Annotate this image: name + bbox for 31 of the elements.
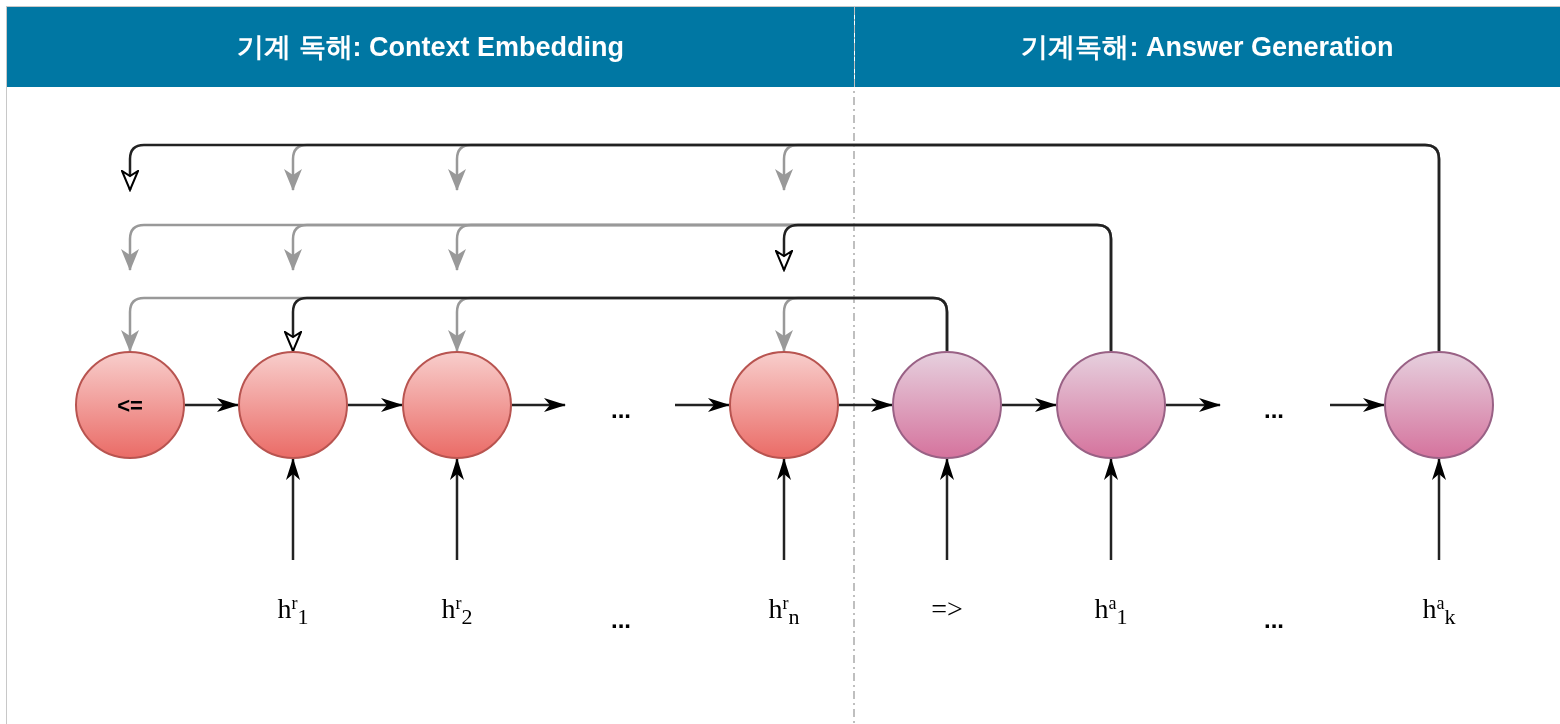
- state-circle: [892, 351, 1002, 459]
- arrow: [348, 398, 403, 412]
- state-circle: [729, 351, 839, 459]
- input-label: =>: [887, 560, 1007, 636]
- arrow: [450, 458, 464, 560]
- ellipsis: ...: [611, 398, 631, 422]
- state-circle: [75, 351, 185, 459]
- ellipsis: ...: [611, 608, 631, 632]
- arrow: [512, 398, 566, 412]
- arrow: [775, 223, 1113, 351]
- state-circle: [1056, 351, 1166, 459]
- section-header: 기계 독해: Context Embedding: [7, 7, 854, 87]
- arrow: [675, 398, 730, 412]
- state-circle: [238, 351, 348, 459]
- arrow: [1330, 398, 1385, 412]
- state-circle: [1384, 351, 1494, 459]
- arrow: [284, 296, 949, 352]
- arrow: [839, 398, 893, 412]
- arrow: [1166, 398, 1221, 412]
- ellipsis: ...: [1264, 608, 1284, 632]
- arrow: [940, 458, 954, 560]
- arrow: [1104, 458, 1118, 560]
- section-header: 기계독해: Answer Generation: [855, 7, 1560, 87]
- arrow: [1432, 458, 1446, 560]
- arrow: [777, 458, 791, 560]
- state-circle: [402, 351, 512, 459]
- state-label: <=: [117, 391, 143, 420]
- arrow: [286, 458, 300, 560]
- arrow: [1002, 398, 1057, 412]
- ellipsis: ...: [1264, 398, 1284, 422]
- arrow: [185, 398, 239, 412]
